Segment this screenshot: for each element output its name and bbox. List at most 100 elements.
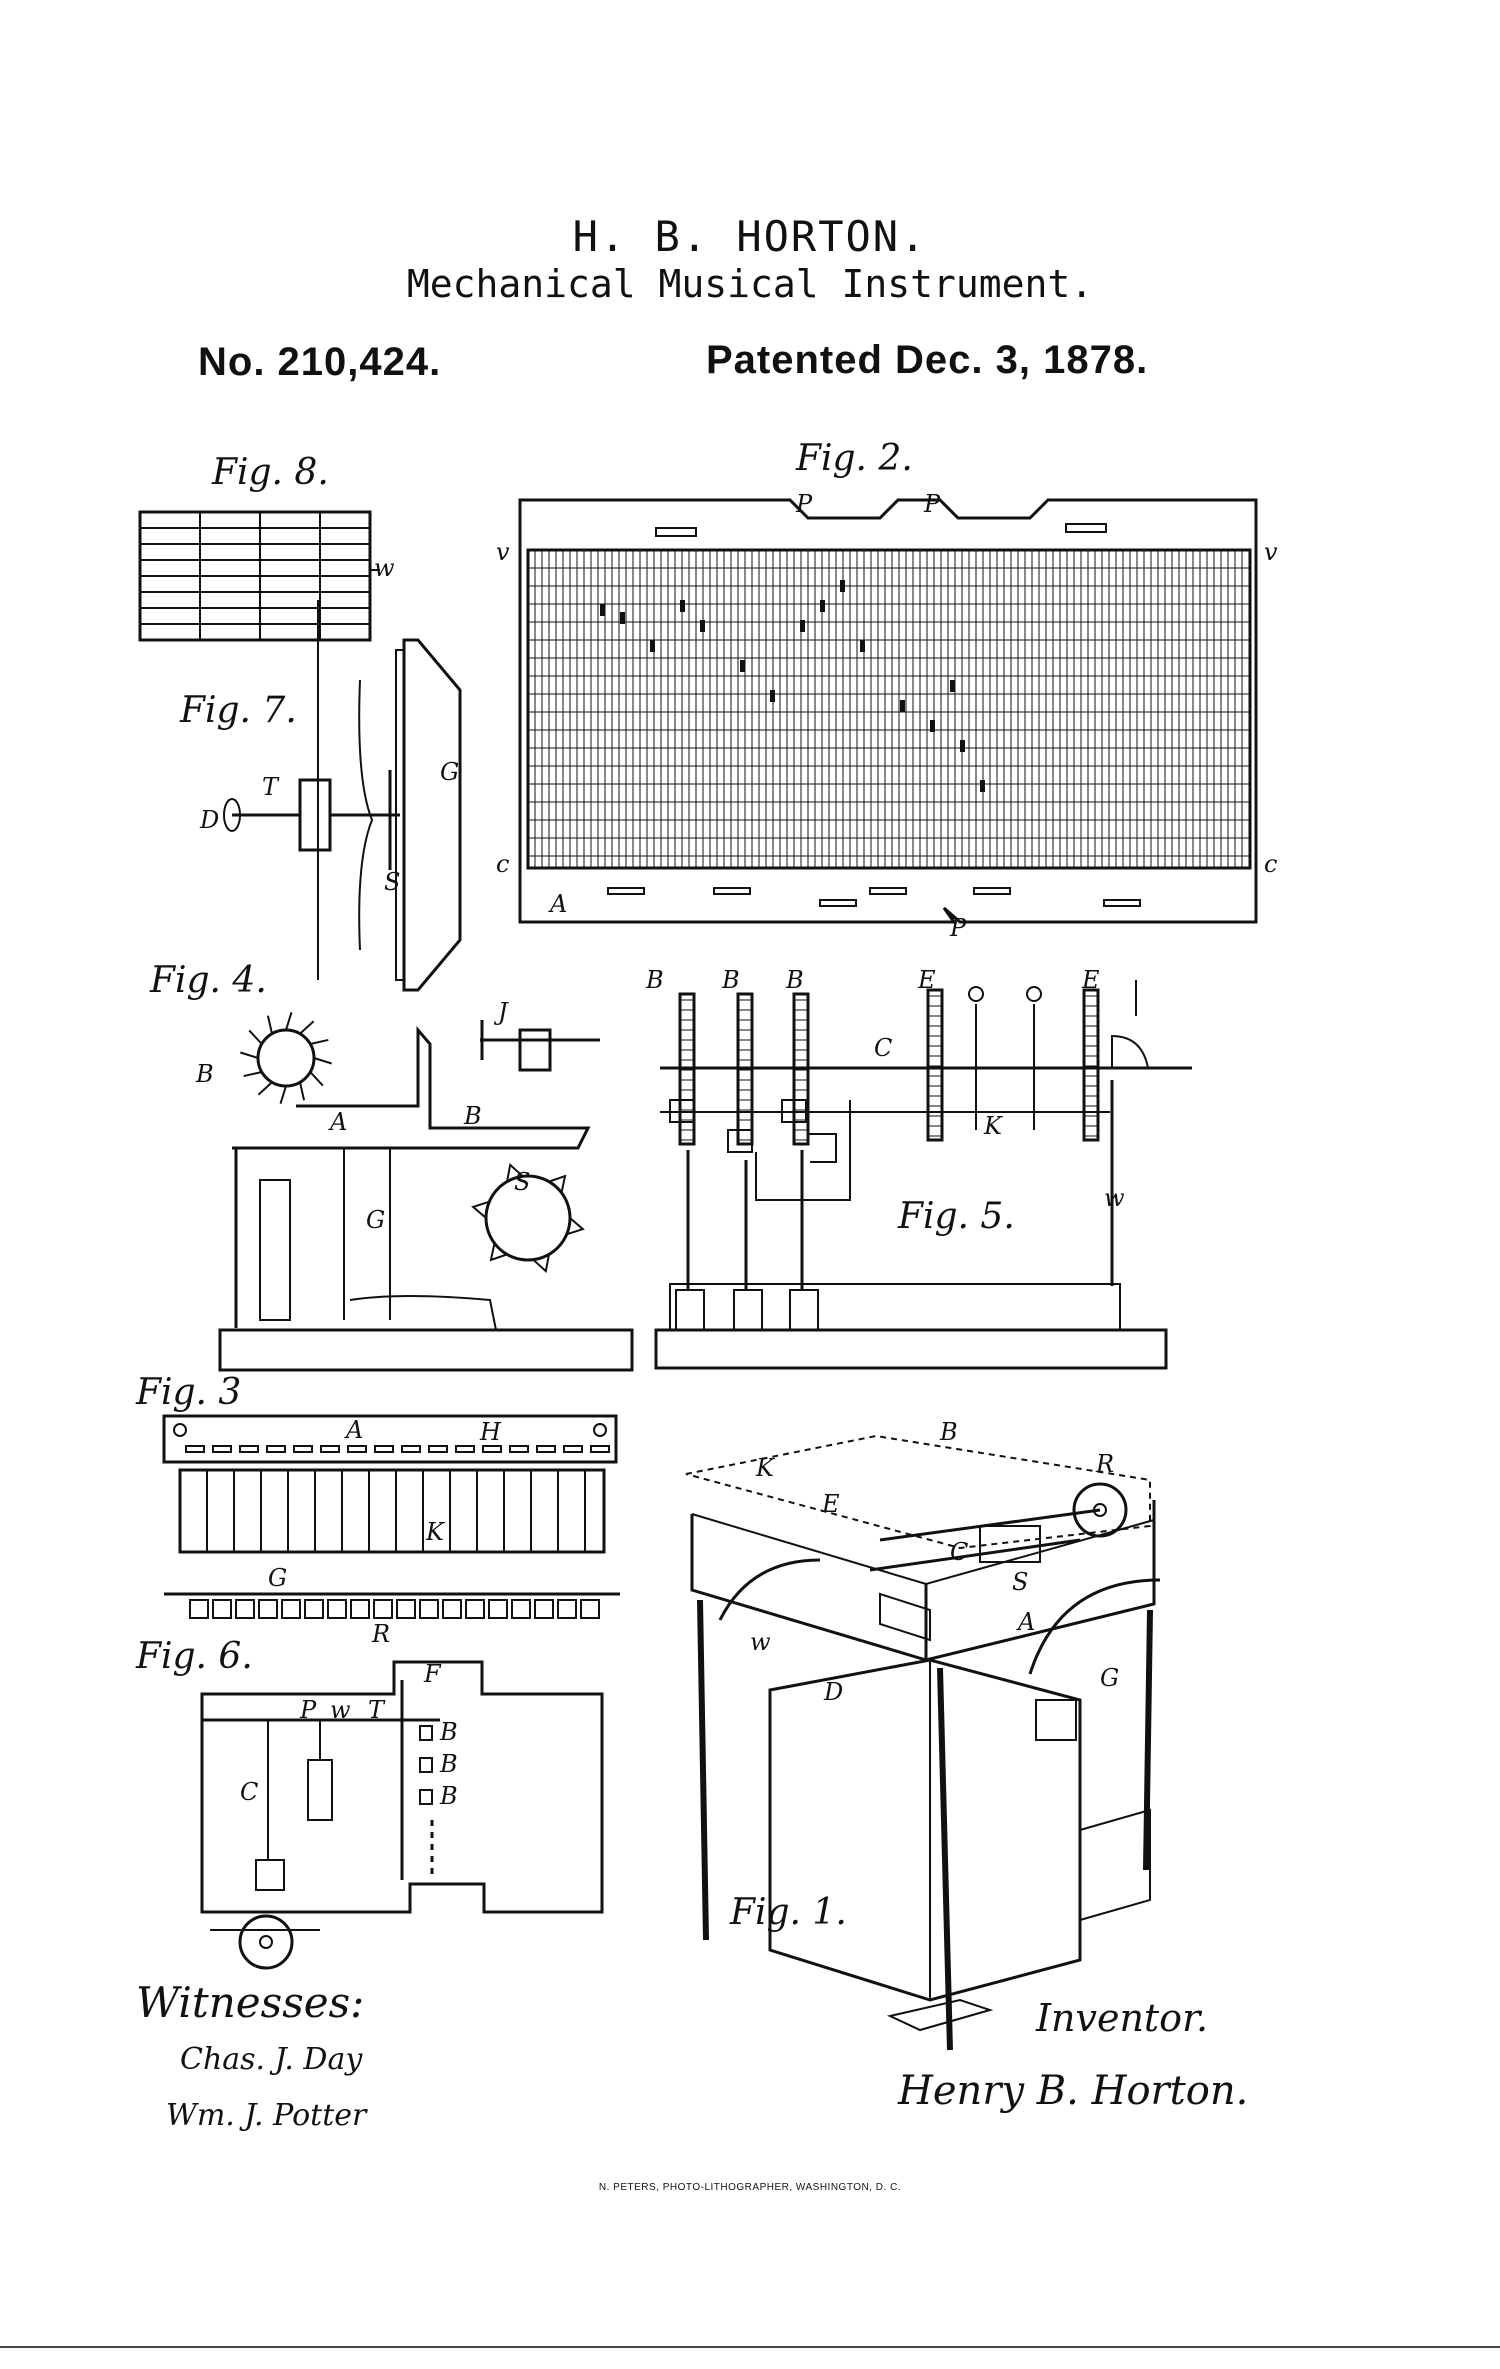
fig-2-slot <box>870 888 906 894</box>
fig-4-star-tooth <box>258 1082 272 1095</box>
fig-3-block <box>443 1600 461 1618</box>
fig-5-rack <box>1084 990 1098 1140</box>
fig-3-block <box>420 1600 438 1618</box>
svg-text:S: S <box>514 1168 530 1196</box>
svg-text:v: v <box>496 538 510 566</box>
fig-3-block <box>190 1600 208 1618</box>
svg-text:G: G <box>1100 1664 1119 1692</box>
svg-text:w: w <box>1104 1184 1125 1212</box>
fig-2-slot <box>714 888 750 894</box>
fig-4-star-tooth <box>280 1086 286 1104</box>
svg-text:R: R <box>371 1620 390 1648</box>
fig-2-perforation <box>650 640 655 652</box>
svg-text:T: T <box>368 1696 386 1724</box>
svg-text:B: B <box>439 1718 458 1746</box>
svg-text:E: E <box>821 1490 840 1518</box>
svg-text:T: T <box>262 773 280 801</box>
svg-text:B: B <box>645 966 664 994</box>
fig-3-block <box>535 1600 553 1618</box>
svg-text:C: C <box>240 1778 258 1806</box>
fig-2-perforation <box>960 740 965 752</box>
fig-2-perforation <box>980 780 985 792</box>
svg-text:B: B <box>439 1782 458 1810</box>
fig-3-hole <box>564 1446 582 1452</box>
svg-text:P: P <box>795 490 813 518</box>
fig-8-drawing: w <box>140 512 395 640</box>
fig-4-star-tooth <box>249 1030 262 1044</box>
fig-5-rack <box>928 990 942 1140</box>
fig-3-hole <box>510 1446 528 1452</box>
svg-text:c: c <box>496 850 509 878</box>
svg-text:A: A <box>548 890 567 918</box>
fig-2-perforation <box>770 690 775 702</box>
svg-text:P: P <box>949 914 967 942</box>
fig-5-rod-base <box>790 1290 818 1330</box>
svg-text:A: A <box>328 1108 347 1136</box>
svg-text:B: B <box>463 1102 482 1130</box>
fig-3-hole <box>537 1446 555 1452</box>
fig-3-drawing: A H K G R <box>164 1416 620 1648</box>
fig-2-perforation <box>900 700 905 712</box>
fig-3-hole <box>267 1446 285 1452</box>
fig-2-slot <box>1104 900 1140 906</box>
fig-3-hole <box>402 1446 420 1452</box>
fig-2-perforation <box>740 660 745 672</box>
fig-3-hole <box>483 1446 501 1452</box>
fig-4-drawing: B A B J G S <box>195 998 632 1370</box>
svg-text:J: J <box>493 998 509 1026</box>
fig-3-hole <box>213 1446 231 1452</box>
svg-text:K: K <box>425 1518 446 1546</box>
fig-3-block <box>282 1600 300 1618</box>
fig-3-block <box>351 1600 369 1618</box>
fig-4-star-tooth <box>314 1058 332 1064</box>
svg-text:B: B <box>439 1750 458 1778</box>
fig-3-hole <box>456 1446 474 1452</box>
fig-2-drawing: v v c c A P P P <box>496 490 1278 942</box>
fig-2-slot <box>608 888 644 894</box>
fig-2-perforation <box>700 620 705 632</box>
fig-3-hole <box>591 1446 609 1452</box>
svg-text:w: w <box>374 554 395 582</box>
svg-text:B: B <box>785 966 804 994</box>
svg-text:P: P <box>923 490 941 518</box>
svg-text:B: B <box>195 1060 214 1088</box>
fig-3-hole <box>348 1446 366 1452</box>
fig-4-star-tooth <box>300 1082 304 1100</box>
svg-text:P: P <box>299 1696 317 1724</box>
svg-text:B: B <box>939 1418 958 1446</box>
fig-2-perforation <box>600 604 605 616</box>
svg-text:v: v <box>1264 538 1278 566</box>
svg-text:F: F <box>423 1660 442 1688</box>
fig-6-drawing: F P w T C B B B <box>202 1660 602 1968</box>
svg-text:E: E <box>917 966 936 994</box>
fig-3-block <box>374 1600 392 1618</box>
fig-3-block <box>305 1600 323 1618</box>
fig-2-perforation <box>840 580 845 592</box>
fig-2-perforation <box>930 720 935 732</box>
fig-2-perforation <box>620 612 625 624</box>
fig-4-star-tooth <box>300 1021 314 1034</box>
fig-3-hole <box>186 1446 204 1452</box>
svg-text:H: H <box>479 1418 502 1446</box>
fig-3-block <box>489 1600 507 1618</box>
svg-text:A: A <box>1016 1608 1035 1636</box>
svg-text:K: K <box>983 1112 1004 1140</box>
fig-2-perforation <box>680 600 685 612</box>
fig-2-perforation <box>800 620 805 632</box>
fig-3-block <box>236 1600 254 1618</box>
svg-text:G: G <box>268 1564 287 1592</box>
svg-text:E: E <box>1081 966 1100 994</box>
fig-5-rod-base <box>676 1290 704 1330</box>
fig-3-block <box>213 1600 231 1618</box>
svg-text:G: G <box>366 1206 385 1234</box>
fig-3-hole <box>375 1446 393 1452</box>
fig-5-rod-base <box>734 1290 762 1330</box>
fig-7-drawing: D T S G <box>199 600 460 990</box>
svg-text:S: S <box>1012 1568 1028 1596</box>
fig-3-block <box>581 1600 599 1618</box>
svg-text:K: K <box>755 1454 776 1482</box>
svg-text:D: D <box>199 806 219 834</box>
svg-text:C: C <box>950 1538 968 1566</box>
svg-text:G: G <box>440 758 459 786</box>
